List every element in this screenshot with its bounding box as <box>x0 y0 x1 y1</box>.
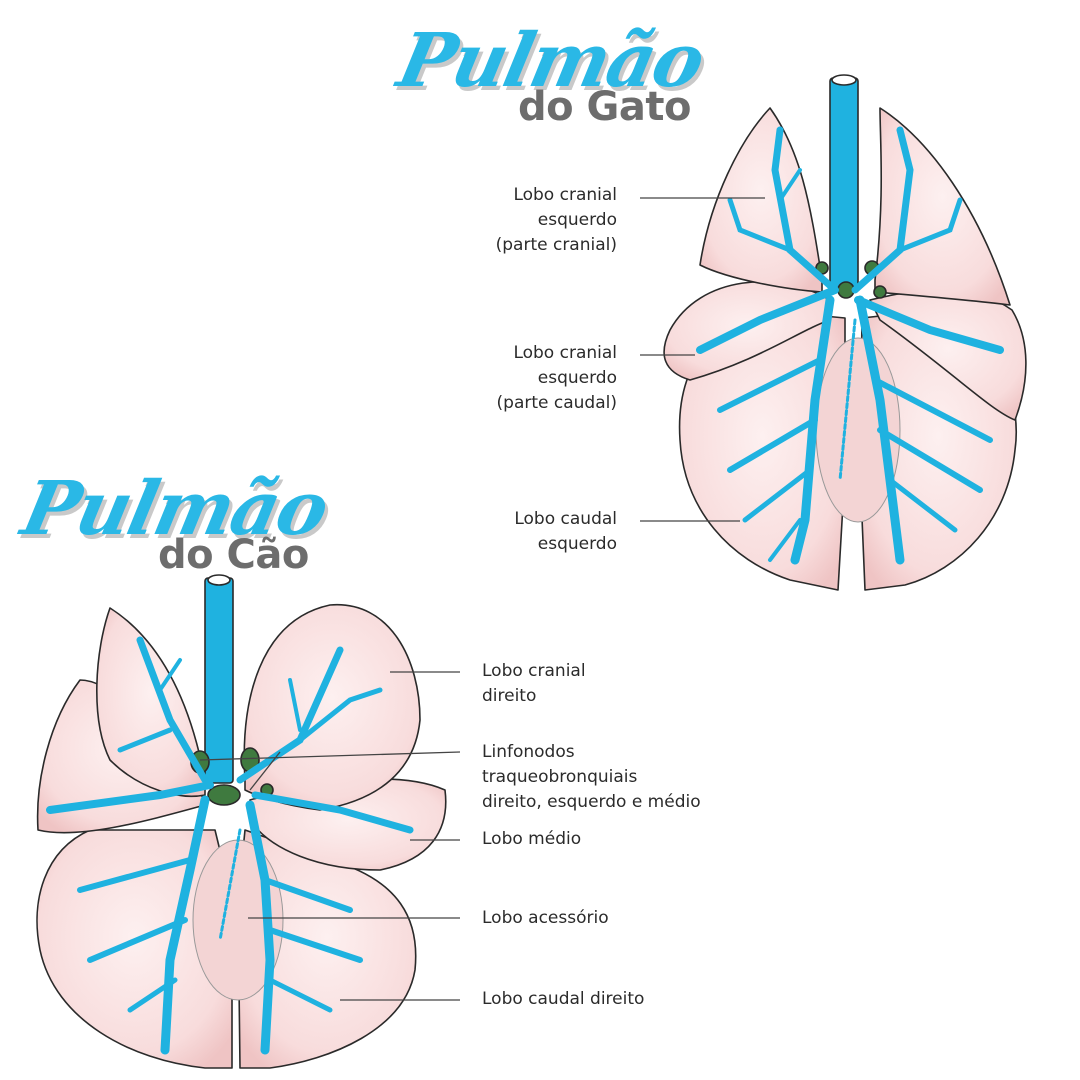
label-dog-lobo-cranial-direito: Lobo cranial direito <box>482 659 586 709</box>
label-line: direito <box>482 686 537 706</box>
label-cat-lobo-cranial-esquerdo-parte-caudal: Lobo cranial esquerdo (parte caudal) <box>497 341 617 416</box>
label-line: Lobo cranial <box>513 185 617 205</box>
label-cat-lobo-caudal-esquerdo: Lobo caudal esquerdo <box>514 507 617 557</box>
cat-lung-diagram <box>663 74 1027 591</box>
label-line: esquerdo <box>537 210 617 230</box>
label-line: esquerdo <box>537 368 617 388</box>
label-line: Linfonodos <box>482 742 575 762</box>
label-line: Lobo médio <box>482 829 582 849</box>
label-dog-lobo-acessorio: Lobo acessório <box>482 906 609 931</box>
label-line: Lobo caudal direito <box>482 989 645 1009</box>
label-line: traqueobronquiais <box>482 767 638 787</box>
label-line: direito, esquerdo e médio <box>482 792 701 812</box>
dog-leader-lines <box>199 671 461 1001</box>
label-cat-lobo-cranial-esquerdo-parte-cranial: Lobo cranial esquerdo (parte cranial) <box>496 183 617 258</box>
label-line: (parte caudal) <box>496 393 617 413</box>
dog-bronchial-tree <box>46 636 414 1055</box>
label-line: Lobo cranial <box>482 661 586 681</box>
cat-bronchial-tree <box>696 126 1004 565</box>
cat-leader-lines <box>640 197 765 522</box>
label-dog-lobo-medio: Lobo médio <box>482 827 581 852</box>
label-line: Lobo acessório <box>482 908 609 928</box>
label-dog-linfonodos-traqueobronquiais: Linfonodos traqueobronquiais direito, es… <box>482 740 701 815</box>
label-line: esquerdo <box>537 534 617 554</box>
label-line: Lobo cranial <box>513 343 617 363</box>
label-line: (parte cranial) <box>495 235 617 255</box>
label-dog-lobo-caudal-direito: Lobo caudal direito <box>482 987 644 1012</box>
cat-title-sub: do Gato <box>518 84 691 130</box>
dog-title-sub: do Cão <box>158 532 309 578</box>
label-line: Lobo caudal <box>514 509 617 529</box>
